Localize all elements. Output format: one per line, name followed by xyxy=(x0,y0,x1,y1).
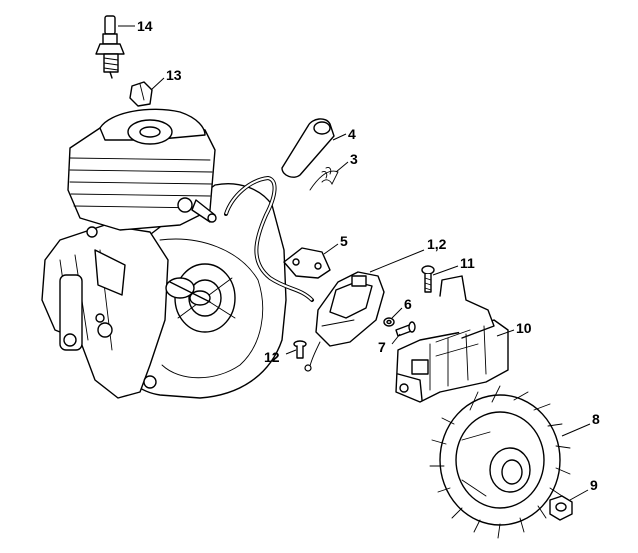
leader-4 xyxy=(332,133,347,141)
label-4: 4 xyxy=(348,126,356,142)
leader-9 xyxy=(569,489,589,501)
leader-1-2 xyxy=(369,249,425,273)
flywheel xyxy=(429,385,571,539)
screw-12 xyxy=(293,340,307,359)
screw-7 xyxy=(395,321,416,337)
starter-housing xyxy=(395,275,509,403)
leader-lines xyxy=(118,25,591,501)
spark-plug-cap xyxy=(129,81,153,107)
spark-plug xyxy=(95,15,125,79)
label-5: 5 xyxy=(340,233,348,249)
label-14: 14 xyxy=(137,18,153,34)
leader-12 xyxy=(285,349,297,355)
label-3: 3 xyxy=(350,151,358,167)
leader-10 xyxy=(496,329,515,337)
label-11: 11 xyxy=(460,255,475,271)
label-7: 7 xyxy=(378,339,386,355)
ignition-module xyxy=(304,271,385,372)
part-labels: 14 13 4 3 5 1,2 11 6 7 10 12 8 9 xyxy=(137,18,600,493)
screw-11 xyxy=(421,265,435,293)
ignition-wire-inner xyxy=(225,176,313,301)
leader-3 xyxy=(335,161,349,173)
washer xyxy=(383,317,395,327)
leader-13 xyxy=(150,77,165,91)
label-13: 13 xyxy=(166,67,182,83)
bracket xyxy=(283,247,331,279)
label-12: 12 xyxy=(264,349,280,365)
leader-7 xyxy=(391,333,401,345)
label-1-2: 1,2 xyxy=(427,236,447,252)
engine-housing xyxy=(41,108,287,399)
leader-5 xyxy=(323,243,339,255)
leader-11 xyxy=(432,265,459,276)
ignition-boot xyxy=(281,118,335,178)
spring-clip xyxy=(309,167,339,191)
label-8: 8 xyxy=(592,411,600,427)
label-9: 9 xyxy=(590,477,598,493)
label-10: 10 xyxy=(516,320,532,336)
leader-8 xyxy=(561,423,591,437)
label-6: 6 xyxy=(404,296,412,312)
nut xyxy=(549,495,573,521)
leader-6 xyxy=(391,307,403,319)
